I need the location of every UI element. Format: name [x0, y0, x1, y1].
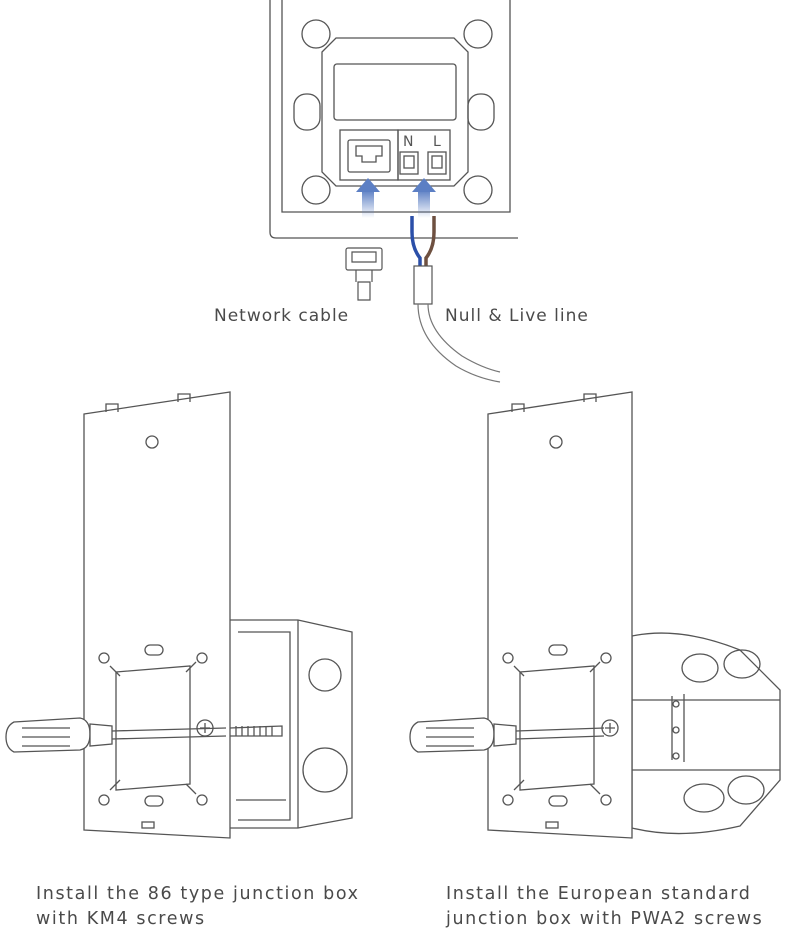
junction-box-86 — [227, 619, 353, 829]
junction-box-european — [631, 632, 781, 835]
power-arrow — [412, 178, 436, 218]
caption-86-box-line-2: with KM4 screws — [36, 909, 206, 929]
screwdriver-right — [409, 717, 605, 753]
screwdriver-left — [5, 717, 283, 753]
device-back-panel — [269, 0, 518, 239]
terminal-l-label: L — [433, 134, 441, 150]
caption-european-box-line-1: Install the European standard — [446, 884, 752, 904]
power-wires — [410, 216, 501, 383]
network-arrow — [356, 178, 380, 218]
null-live-label: Null & Live line — [445, 306, 589, 326]
terminal-n-label: N — [403, 134, 413, 150]
network-cable-label: Network cable — [214, 306, 350, 326]
network-cable — [345, 247, 383, 380]
caption-european-box-line-2: junction box with PWA2 screws — [446, 909, 764, 929]
caption-86-box-line-1: Install the 86 type junction box — [36, 884, 360, 904]
caption-86-box: Install the 86 type junction box with KM… — [36, 882, 360, 932]
mounting-plate-right — [487, 391, 633, 839]
caption-european-box: Install the European standard junction b… — [446, 882, 763, 932]
mounting-plate-left — [83, 391, 231, 839]
